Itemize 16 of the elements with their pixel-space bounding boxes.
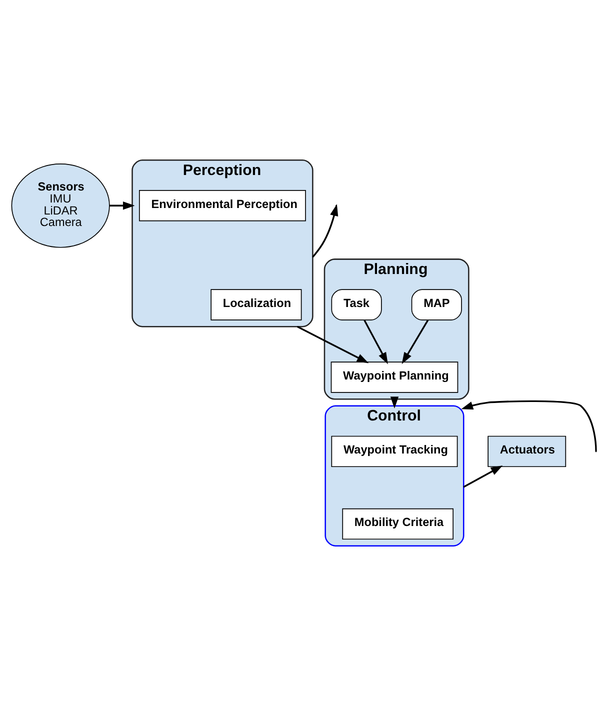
node-box: Waypoint Tracking [331, 436, 458, 468]
arrow [296, 326, 369, 364]
arrow [364, 320, 388, 364]
node-box: MAP [411, 289, 462, 320]
node-box: Task [331, 289, 382, 320]
arrow [461, 400, 597, 452]
arrow [110, 202, 135, 210]
arrow [463, 466, 503, 488]
arrow [390, 396, 399, 408]
node-box: Waypoint Planning [330, 362, 458, 393]
arrow [402, 320, 429, 364]
node-box: Localization [210, 289, 302, 320]
node-ellipse: Sensors IMU LiDAR Camera [11, 164, 110, 248]
node-box: Environmental Perception [139, 190, 306, 222]
node-box: Mobility Criteria [342, 508, 454, 540]
node-box: Actuators [488, 436, 566, 468]
